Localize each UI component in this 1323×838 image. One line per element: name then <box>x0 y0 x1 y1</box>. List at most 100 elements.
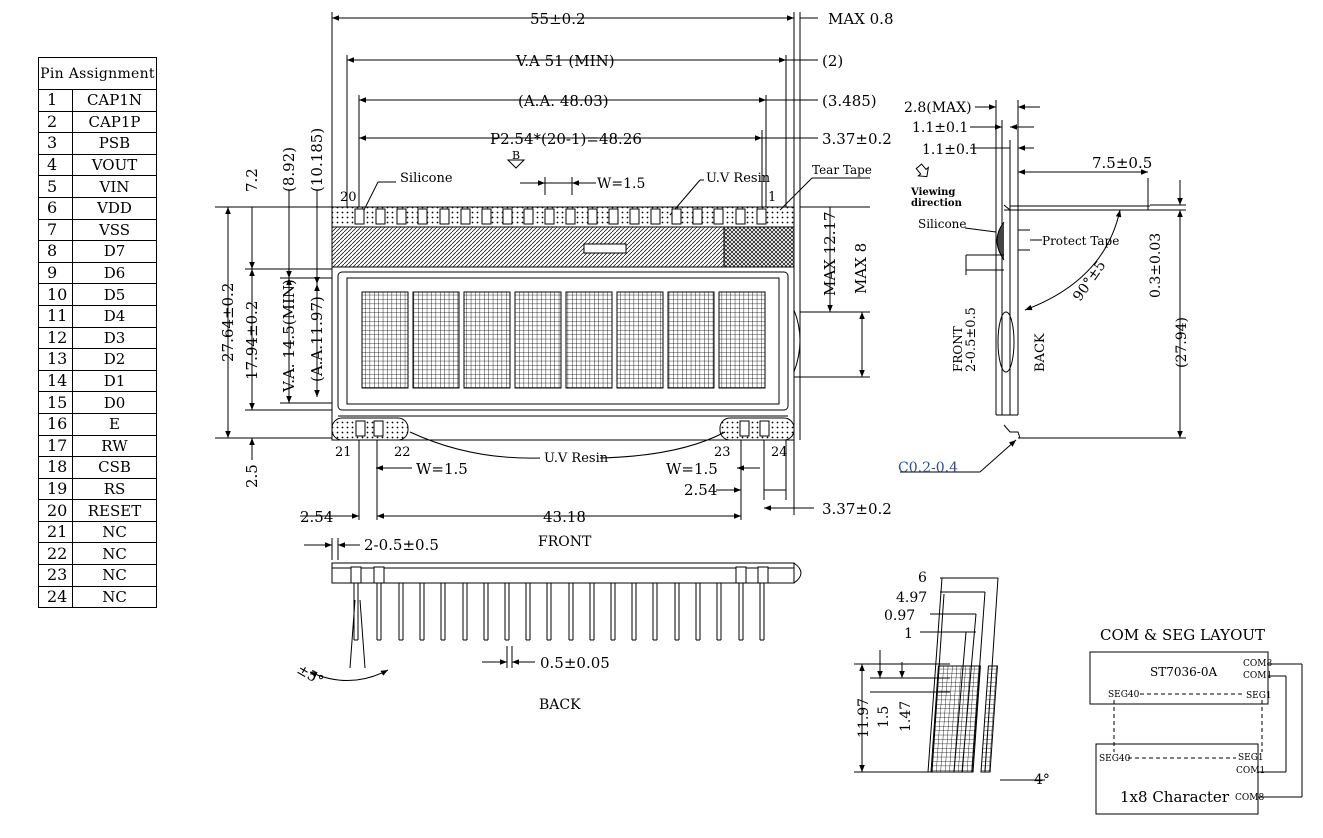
label-uv-resin-bottom: U.V Resin <box>544 451 609 466</box>
pin-number: 6 <box>38 196 73 220</box>
dim-6: 6 <box>918 570 927 586</box>
label-silicone: Silicone <box>400 171 453 186</box>
pin-signal: RW <box>72 434 157 458</box>
pin-signal: CAP1P <box>72 110 157 134</box>
lcd-character-cells <box>361 291 766 389</box>
dim-4-97: 4.97 <box>896 590 927 606</box>
dim-va-side: (2) <box>822 52 843 70</box>
pin-signal: PSB <box>72 132 157 155</box>
pin-1: 1 <box>768 190 776 205</box>
pin-number: 8 <box>38 240 73 263</box>
dim-aa-height: (A.A.11.97) <box>308 296 326 382</box>
top-pin-pads <box>354 208 770 437</box>
dim-angle: ±5° <box>294 662 326 690</box>
dim-1-1-b: 1.1±0.1 <box>922 142 978 158</box>
com-seg-layout <box>1089 651 1303 815</box>
pin-number: 10 <box>38 283 73 306</box>
pin-24: 24 <box>771 445 788 460</box>
pin-signal: RESET <box>72 499 157 522</box>
pin-number: 1 <box>38 89 73 112</box>
dim-2-8: 2.8(MAX) <box>904 100 972 116</box>
dim-7-2: 7.2 <box>243 168 261 192</box>
pin-signal: NC <box>72 564 157 587</box>
dim-10-185: (10.185) <box>308 128 326 192</box>
dim-1-5: 1.5 <box>876 706 892 728</box>
pin-signal: D0 <box>72 391 157 414</box>
com8-bottom: COM8 <box>1235 793 1264 803</box>
pin-number: 20 <box>38 499 73 522</box>
pin-signal: D7 <box>72 240 157 263</box>
pin-number: 9 <box>38 261 73 285</box>
pin-signal: NC <box>72 520 157 544</box>
pin-signal: D6 <box>72 261 157 285</box>
com1-bottom: COM1 <box>1236 766 1265 776</box>
dim-11-97: 11.97 <box>856 698 872 738</box>
com-seg-labels: COM & SEG LAYOUT ST7036-0A COM8 COM1 SEG… <box>1099 626 1272 806</box>
pin-number: 3 <box>38 132 73 155</box>
dim-2-54-right: 2.54 <box>684 481 717 499</box>
dim-aa-side: (3.485) <box>822 92 877 110</box>
pin-number: 23 <box>38 564 73 587</box>
pin-signal: D2 <box>72 348 157 371</box>
pin-number: 7 <box>38 218 73 242</box>
dim-width: 55±0.2 <box>530 10 586 28</box>
pin-signal: RS <box>72 477 157 501</box>
label-w-left: W=1.5 <box>416 460 468 478</box>
seg40-top: SEG40 <box>1108 690 1140 700</box>
pin-number: 18 <box>38 456 73 479</box>
dim-pin-offset: 2-0.5±0.5 <box>364 536 439 554</box>
label-w-top: W=1.5 <box>597 176 645 192</box>
pin-signal: VIN <box>72 175 157 198</box>
pin-number: 17 <box>38 434 73 458</box>
pin-signal: D1 <box>72 369 157 393</box>
dim-2-5: 2.5 <box>243 464 261 488</box>
pin-number: 21 <box>38 520 73 544</box>
char-detail-labels: 6 4.97 0.97 1 11.97 1.5 1.47 4° <box>856 570 1050 788</box>
seg1-top: SEG1 <box>1246 691 1272 701</box>
dim-pin-width: 0.5±0.05 <box>540 654 610 672</box>
label-back-side: BACK <box>1033 333 1048 372</box>
label-protect-tape: Protect Tape <box>1042 234 1119 248</box>
dim-0-97: 0.97 <box>884 608 915 624</box>
com8-top: COM8 <box>1243 659 1272 669</box>
label-front: FRONT <box>538 534 592 550</box>
pin-number: 2 <box>38 110 73 134</box>
pin-number: 15 <box>38 391 73 414</box>
dim-max-8: MAX 8 <box>852 243 870 294</box>
dim-pitch: P2.54*(20-1)=48.26 <box>490 130 642 148</box>
dim-8-92: (8.92) <box>280 147 298 192</box>
dim-c0-2: C0.2-0.4 <box>898 460 958 476</box>
datum-b: B <box>512 149 520 162</box>
com1-top: COM1 <box>1243 671 1272 681</box>
character-label: 1x8 Character <box>1120 788 1230 806</box>
dim-2-0-5: 2-0.5±0.5 <box>964 307 979 372</box>
pin-20: 20 <box>340 190 357 205</box>
pin-number: 24 <box>38 585 73 609</box>
dim-pitch-side: 3.37±0.2 <box>822 130 892 148</box>
pin-22: 22 <box>394 445 411 460</box>
dim-va-height: V.A. 14.5(MIN) <box>280 279 298 393</box>
dim-aa-width: (A.A. 48.03) <box>518 92 609 110</box>
label-back: BACK <box>539 697 581 713</box>
dim-max: MAX 0.8 <box>828 10 894 28</box>
pin-number: 12 <box>38 326 73 350</box>
pin-signal: VSS <box>72 218 157 242</box>
